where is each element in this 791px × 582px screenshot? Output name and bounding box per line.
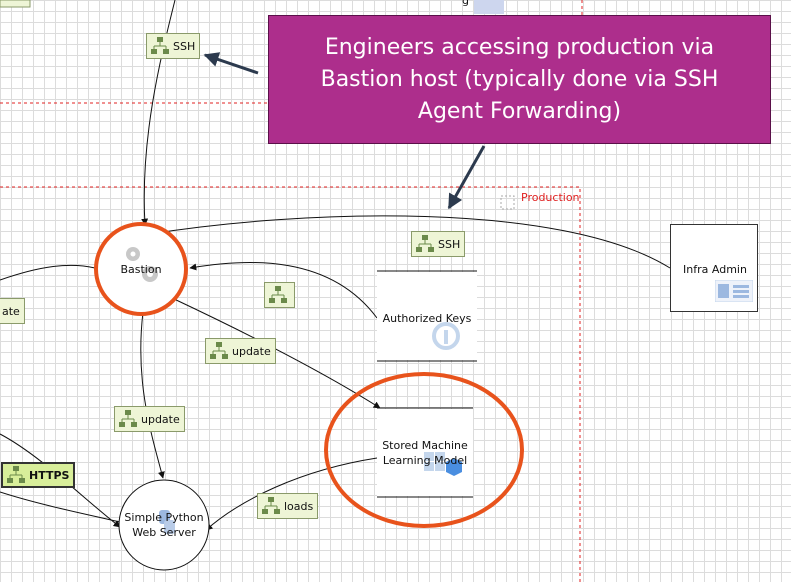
infra-admin-label: Infra Admin bbox=[683, 263, 747, 276]
python-icon bbox=[159, 510, 175, 534]
edge-infra-admin-to-bastion bbox=[149, 215, 671, 269]
flow-update-mid-label: update bbox=[232, 344, 271, 358]
flow-unlabeled[interactable] bbox=[264, 282, 295, 308]
flow-ssh-production[interactable]: SSH bbox=[411, 231, 466, 257]
edge-left-to-bastion bbox=[0, 264, 96, 281]
boundary-handle[interactable] bbox=[500, 195, 515, 210]
flow-update-left-label: update bbox=[141, 412, 180, 426]
flow-ssh-top[interactable]: SSH bbox=[146, 33, 201, 59]
flow-icon bbox=[416, 235, 434, 252]
flow-icon bbox=[269, 286, 287, 303]
gear-icon bbox=[126, 247, 158, 282]
flow-update-partial[interactable]: ate bbox=[0, 298, 25, 324]
edge-authkeys-to-bastion bbox=[189, 262, 378, 319]
flow-loads-label: loads bbox=[284, 499, 314, 513]
production-boundary bbox=[0, 186, 581, 582]
edge-bastion-to-webserver bbox=[140, 311, 165, 479]
stored-model-label: Stored Machine Learning Model bbox=[382, 439, 468, 467]
model-icon bbox=[424, 452, 462, 476]
flow-icon bbox=[119, 410, 137, 427]
production-boundary-label: Production bbox=[521, 191, 580, 204]
flow-update-mid[interactable]: update bbox=[205, 338, 276, 364]
flow-icon bbox=[7, 466, 25, 483]
flow-update-partial-label: ate bbox=[2, 304, 20, 318]
flow-loads[interactable]: loads bbox=[257, 493, 319, 519]
callout-text: Engineers accessing production via Basti… bbox=[320, 34, 719, 124]
model-highlight bbox=[324, 372, 524, 528]
flow-icon bbox=[262, 497, 280, 514]
flow-ssh-production-label: SSH bbox=[438, 237, 461, 251]
flow-icon bbox=[210, 342, 228, 359]
flow-https-label: HTTPS bbox=[29, 468, 70, 482]
edge-left-to-webserver-b bbox=[0, 491, 121, 523]
bastion-highlight bbox=[94, 222, 188, 316]
user-card-icon bbox=[715, 280, 753, 302]
callout-arrow-to-production bbox=[447, 145, 486, 210]
edge-into-bastion-from-top bbox=[141, 0, 176, 226]
callout-arrow-to-ssh bbox=[203, 52, 259, 75]
bastion-label: Bastion bbox=[120, 263, 162, 276]
flow-icon bbox=[151, 37, 169, 54]
key-icon bbox=[432, 322, 460, 350]
edge-bastion-to-model bbox=[171, 297, 381, 409]
flow-https[interactable]: HTTPS bbox=[1, 462, 76, 488]
partial-top-process-icon bbox=[474, 0, 504, 14]
flow-ssh-top-label: SSH bbox=[173, 39, 196, 53]
edge-model-to-webserver bbox=[205, 457, 378, 531]
authorized-keys-datastore[interactable] bbox=[377, 272, 477, 360]
partial-top-label: g bbox=[462, 0, 469, 7]
authorized-keys-label: Authorized Keys bbox=[382, 312, 472, 325]
callout-box: Engineers accessing production via Basti… bbox=[268, 15, 771, 144]
partial-top-flow[interactable] bbox=[0, 0, 31, 8]
webserver-label: Simple Python Web Server bbox=[124, 511, 204, 539]
flow-update-left[interactable]: update bbox=[114, 406, 185, 432]
infra-admin-entity[interactable]: Infra Admin bbox=[670, 224, 758, 312]
